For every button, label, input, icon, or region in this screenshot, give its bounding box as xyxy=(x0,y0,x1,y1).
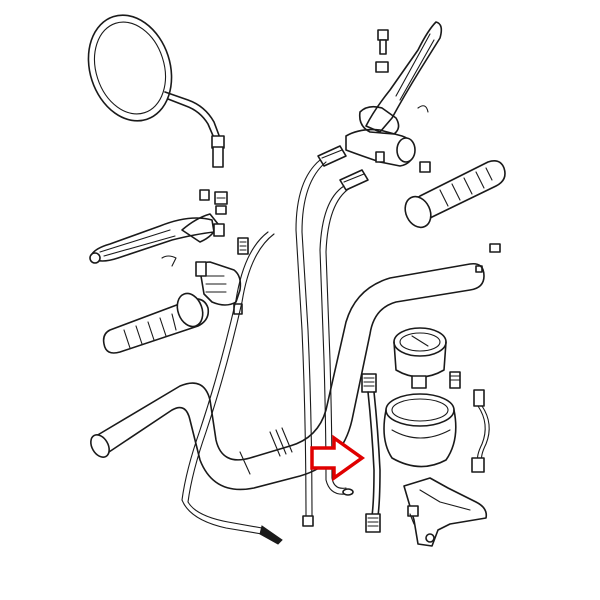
right-throttle-grip xyxy=(404,160,506,273)
cable-adjusters xyxy=(317,145,369,191)
speedometer-bracket xyxy=(403,477,488,547)
speedometer-cup xyxy=(383,393,457,468)
highlight-arrow xyxy=(310,434,366,482)
left-grip xyxy=(102,292,210,354)
front-brake-lever xyxy=(345,21,443,173)
clutch-cable xyxy=(181,231,283,545)
clutch-lever xyxy=(89,189,228,267)
wiring-connector xyxy=(471,389,490,473)
speedometer-cable xyxy=(361,373,381,533)
handlebar xyxy=(90,262,485,491)
mirror xyxy=(87,14,225,168)
left-switch-housing xyxy=(195,237,249,315)
speedometer xyxy=(393,327,461,389)
throttle-cables xyxy=(295,159,354,527)
